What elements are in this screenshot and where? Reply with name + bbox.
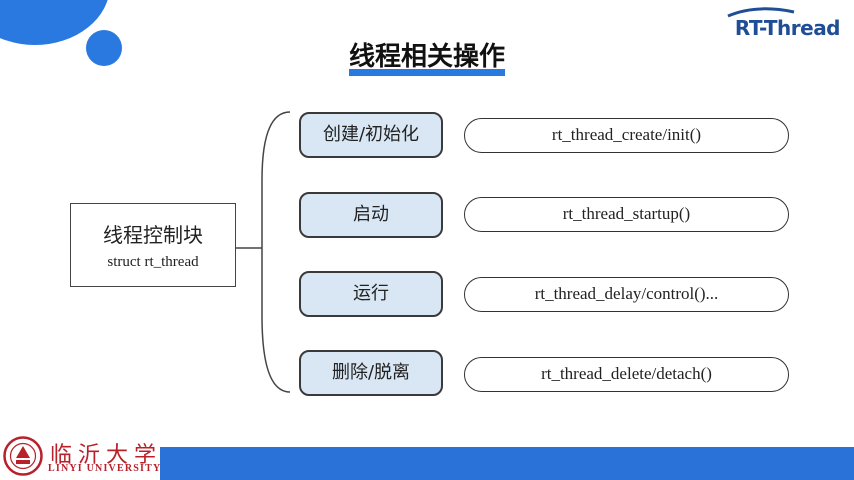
- university-seal-icon: [3, 436, 43, 476]
- operation-run: 运行: [299, 271, 443, 317]
- operation-startup: 启动: [299, 192, 443, 238]
- api-startup: rt_thread_startup(): [464, 197, 789, 232]
- footer-bar: [160, 447, 854, 480]
- university-name-en: LINYI UNIVERSITY: [48, 463, 162, 474]
- title-underline: [349, 69, 505, 76]
- thread-control-block: 线程控制块 struct rt_thread: [70, 203, 236, 287]
- operation-create-init: 创建/初始化: [299, 112, 443, 158]
- api-delete-detach: rt_thread_delete/detach(): [464, 357, 789, 392]
- logo-swoosh-icon: [727, 7, 795, 18]
- api-create-init: rt_thread_create/init(): [464, 118, 789, 153]
- university-name-cn: 临沂大学: [50, 443, 163, 468]
- center-title: 线程控制块: [103, 223, 203, 247]
- page-title: 线程相关操作: [348, 42, 505, 72]
- decorative-circle-small: [86, 30, 122, 66]
- api-run: rt_thread_delay/control()...: [464, 277, 789, 312]
- rt-thread-logo: RT-Thread: [716, 2, 846, 42]
- bracket-curve: [261, 111, 291, 393]
- operation-delete-detach: 删除/脱离: [299, 350, 443, 396]
- brand-name: RT-Thread: [734, 16, 841, 40]
- center-subtitle: struct rt_thread: [107, 254, 199, 270]
